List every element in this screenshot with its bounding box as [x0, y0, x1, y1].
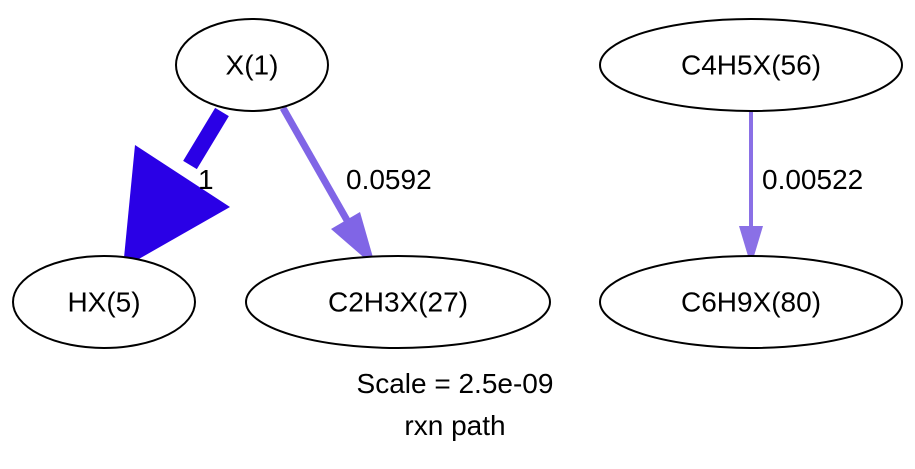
edge-x1-to-hx5: 1 [123, 107, 230, 268]
node-label-c2h3x27: C2H3X(27) [328, 287, 468, 318]
node-label-c6h9x80: C6H9X(80) [681, 287, 821, 318]
node-hx5: HX(5) [12, 255, 196, 349]
scale-caption: Scale = 2.5e-09 [357, 368, 554, 399]
node-c6h9x80: C6H9X(80) [599, 255, 903, 349]
node-x1: X(1) [175, 18, 329, 112]
edge-label-x1-c2h3x27: 0.0592 [346, 164, 432, 195]
node-c2h3x27: C2H3X(27) [245, 255, 551, 349]
edge-c4h5x56-to-c6h9x80: 0.00522 [739, 112, 863, 266]
arrowhead-x1-c2h3x27 [331, 212, 376, 268]
edge-line-x1-hx5 [183, 107, 229, 170]
node-label-x1: X(1) [226, 50, 279, 81]
edge-x1-to-c2h3x27: 0.0592 [279, 106, 432, 268]
node-c4h5x56: C4H5X(56) [599, 18, 903, 112]
diagram-subtitle: rxn path [404, 410, 505, 441]
node-label-c4h5x56: C4H5X(56) [681, 50, 821, 81]
node-label-hx5: HX(5) [67, 287, 140, 318]
arrowhead-c4h5x56-c6h9x80 [739, 226, 763, 266]
edge-label-c4h5x56-c6h9x80: 0.00522 [762, 164, 863, 195]
arrowhead-x1-hx5 [123, 145, 230, 268]
edge-line-x1-c2h3x27 [279, 106, 352, 224]
edge-label-x1-hx5: 1 [198, 164, 214, 195]
